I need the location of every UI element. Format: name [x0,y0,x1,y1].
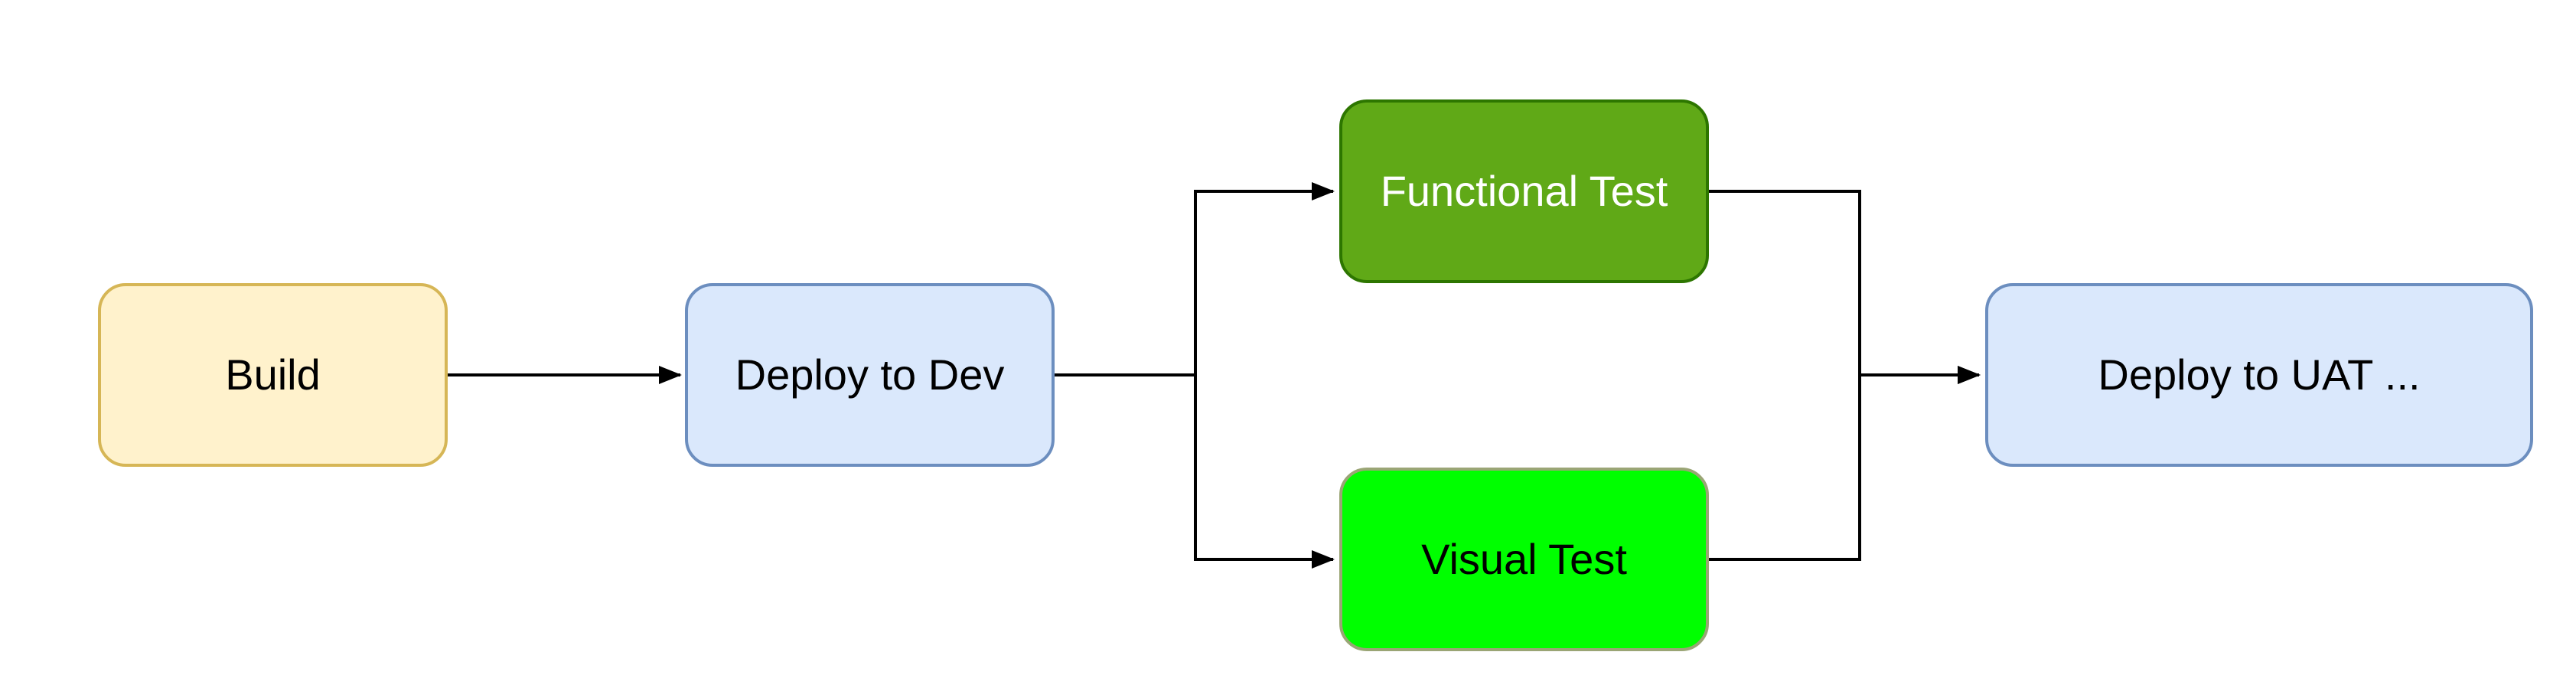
node-build: Build [98,283,448,467]
edge-functional-test-to-deploy-uat [1709,190,1981,384]
node-deploy-to-uat-label: Deploy to UAT ... [2098,350,2421,399]
node-functional-test-label: Functional Test [1380,167,1668,216]
node-visual-test: Visual Test [1339,468,1709,651]
node-visual-test-label: Visual Test [1421,535,1627,584]
node-build-label: Build [225,350,321,399]
node-functional-test: Functional Test [1339,99,1709,283]
edge-deploy-dev-to-visual-test [1055,373,1335,569]
edge-visual-test-to-deploy-uat [1709,366,1981,561]
node-deploy-to-dev-label: Deploy to Dev [735,350,1005,399]
node-deploy-to-dev: Deploy to Dev [685,283,1055,467]
node-deploy-to-uat: Deploy to UAT ... [1985,283,2533,467]
edge-deploy-dev-to-functional-test [1055,182,1335,376]
